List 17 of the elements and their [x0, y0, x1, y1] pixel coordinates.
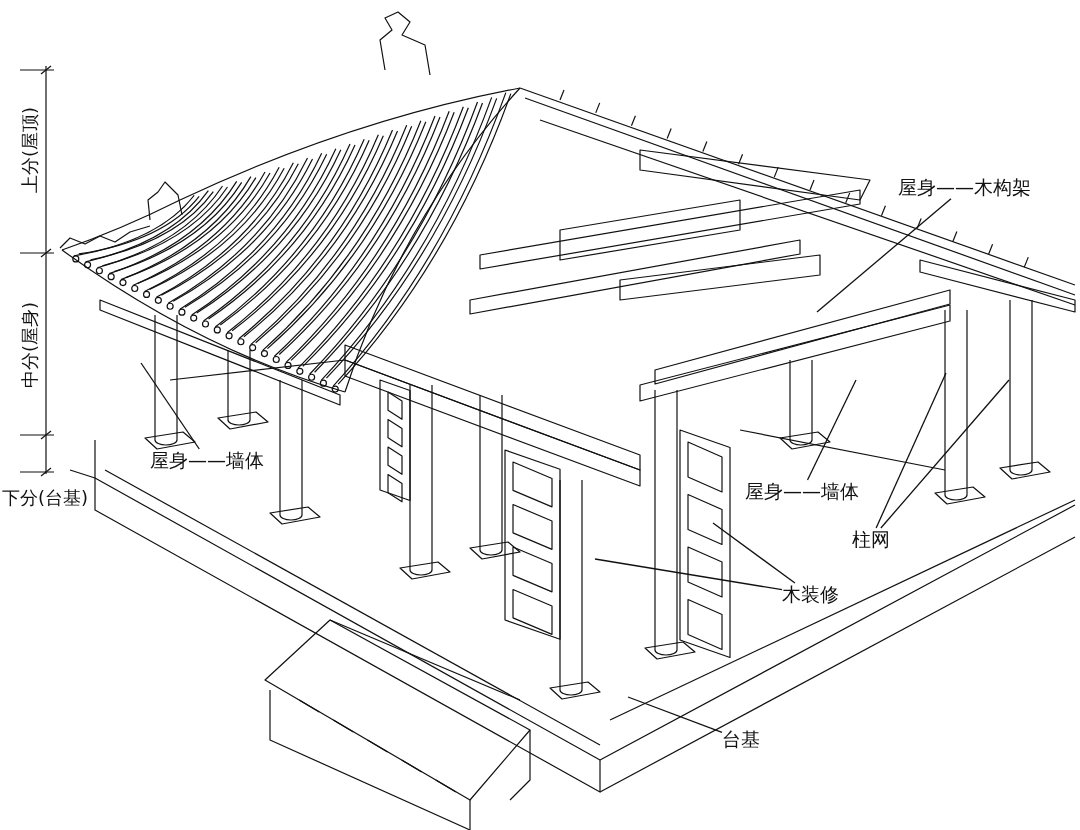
leader-line: [140, 362, 200, 450]
leader-line: [880, 379, 1010, 529]
leader-line: [712, 522, 796, 584]
part-label: 木装修: [782, 583, 839, 606]
part-label: 屋身——木构架: [898, 176, 1031, 199]
part-label: 屋身——墙体: [150, 449, 264, 472]
leader-line: [806, 379, 857, 481]
part-label: 台基: [722, 728, 760, 751]
part-label: 屋身——墙体: [745, 480, 859, 503]
dimension-label: 上分(屋顶): [19, 107, 41, 193]
leader-line: [816, 198, 952, 313]
leader-line: [594, 558, 783, 591]
leader-line: [627, 696, 723, 733]
part-label: 柱网: [852, 528, 890, 551]
dimension-label: 中分(屋身): [19, 302, 41, 388]
dimension-label: 下分(台基): [2, 487, 89, 509]
leader-line: [875, 372, 947, 529]
